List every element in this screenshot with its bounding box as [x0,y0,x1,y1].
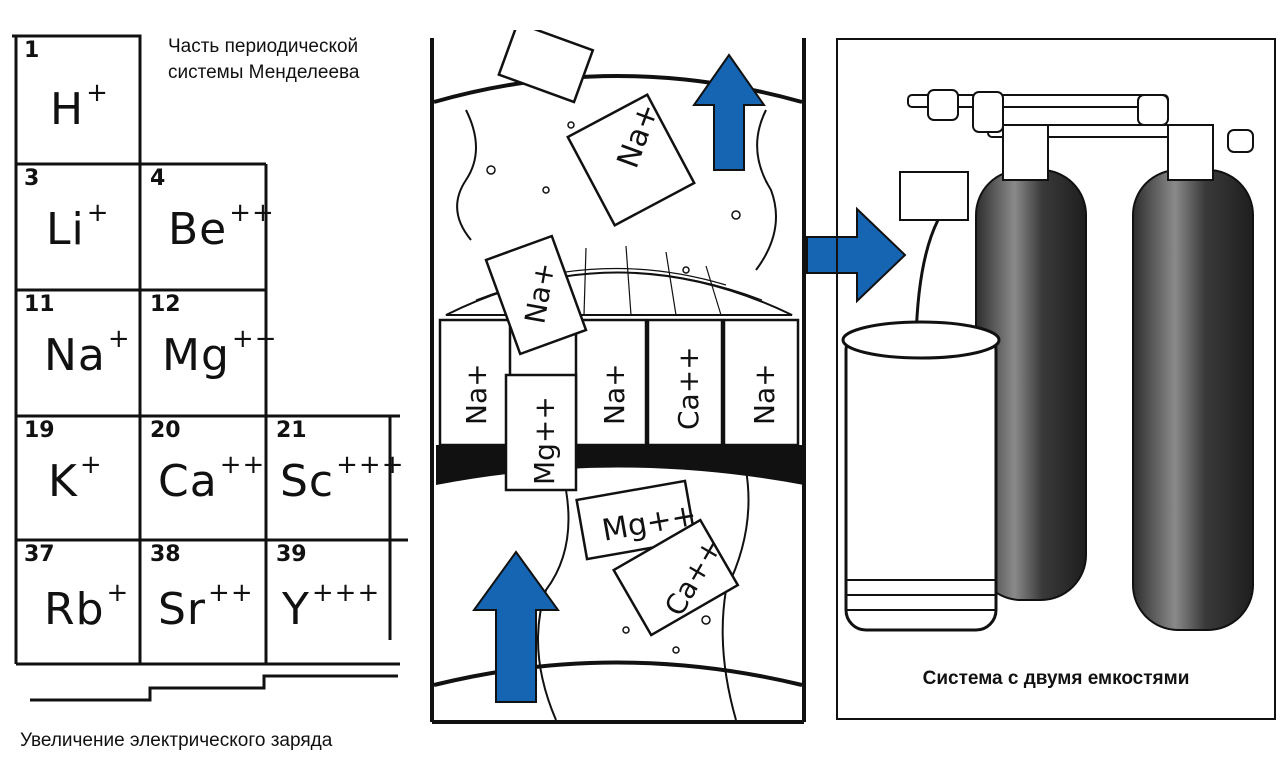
element-symbol: Rb+ [44,578,129,635]
atomic-number: 39 [276,542,307,567]
periodic-grid [12,34,408,702]
periodic-title-line1: Часть периодической [168,36,359,57]
atomic-number: 19 [24,418,55,443]
symbol-text: Na [44,330,106,381]
element-symbol: Be++ [168,198,275,255]
charge: +++ [311,578,381,608]
charge: +++ [336,450,405,480]
element-cell-y: 39 Y+++ [268,540,388,664]
charge-increase-caption: Увеличение электрического заряда [20,730,333,751]
charge: ++ [208,578,254,608]
symbol-text: Y [282,584,310,635]
symbol-text: K [48,456,78,507]
charge: + [107,324,131,354]
bed-ion-label: Ca++ [672,346,705,430]
atomic-number: 37 [24,542,55,567]
tank-2 [1132,169,1254,631]
atomic-number: 12 [150,292,181,317]
bed-ion-label: Na+ [460,363,493,425]
atomic-number: 11 [24,292,55,317]
element-cell-sr: 38 Sr++ [142,540,266,664]
atomic-number: 21 [276,418,307,443]
atomic-number: 4 [150,166,166,191]
element-cell-ca: 20 Ca++ [142,416,266,540]
charge: ++ [219,450,266,480]
ion-exchange-diagram: Na+ Na+ Na+ Mg++ Na+ Ca++ Na+ Mg++ Ca++ [430,30,806,724]
element-symbol: Li+ [46,198,110,255]
two-tank-illustration [841,89,1254,632]
bed-ion-label: Na+ [598,363,631,425]
element-symbol: H+ [50,78,109,135]
element-symbol: Ca++ [158,450,265,507]
system-panel: Система с двумя емкостями [836,38,1276,720]
element-symbol: Na+ [44,324,131,381]
element-cell-rb: 37 Rb+ [16,540,140,664]
bed-ion-label: Mg++ [528,396,561,485]
symbol-text: Rb [44,584,105,635]
symbol-text: H [50,84,85,135]
charge: ++ [231,324,278,354]
symbol-text: Mg [162,330,230,381]
element-cell-mg: 12 Mg++ [142,290,276,414]
element-cell-na: 11 Na+ [16,290,140,414]
charge: + [79,450,103,480]
bed-ion-label: Na+ [748,363,781,425]
charge: + [106,578,130,608]
charge: + [86,78,109,108]
charge: ++ [229,198,275,228]
element-symbol: Y+++ [282,578,380,635]
element-cell-be: 4 Be++ [142,164,274,288]
up-arrow-icon [692,53,766,171]
element-symbol: Sc+++ [280,450,404,507]
brine-tank [844,328,998,632]
atomic-number: 3 [24,166,40,191]
element-cell-sc: 21 Sc+++ [268,416,403,540]
element-cell-k: 19 K+ [16,416,140,540]
element-symbol: Sr++ [158,578,254,635]
element-cell-h: 1 H+ [16,36,140,160]
atomic-number: 20 [150,418,181,443]
periodic-title-line2: системы Менделеева [168,62,360,83]
controller-box [899,171,969,221]
up-arrow-icon [472,550,560,703]
symbol-text: Ca [158,456,218,507]
symbol-text: Li [46,204,85,255]
atomic-number: 1 [24,38,40,63]
system-caption: Система с двумя емкостями [922,668,1190,689]
symbol-text: Sr [158,584,207,635]
symbol-text: Be [168,204,228,255]
symbol-text: Sc [280,456,335,507]
element-symbol: K+ [48,450,103,507]
atomic-number: 38 [150,542,181,567]
element-cell-li: 3 Li+ [16,164,140,288]
charge: + [86,198,110,228]
element-symbol: Mg++ [162,324,277,381]
right-arrow-icon [806,206,907,304]
